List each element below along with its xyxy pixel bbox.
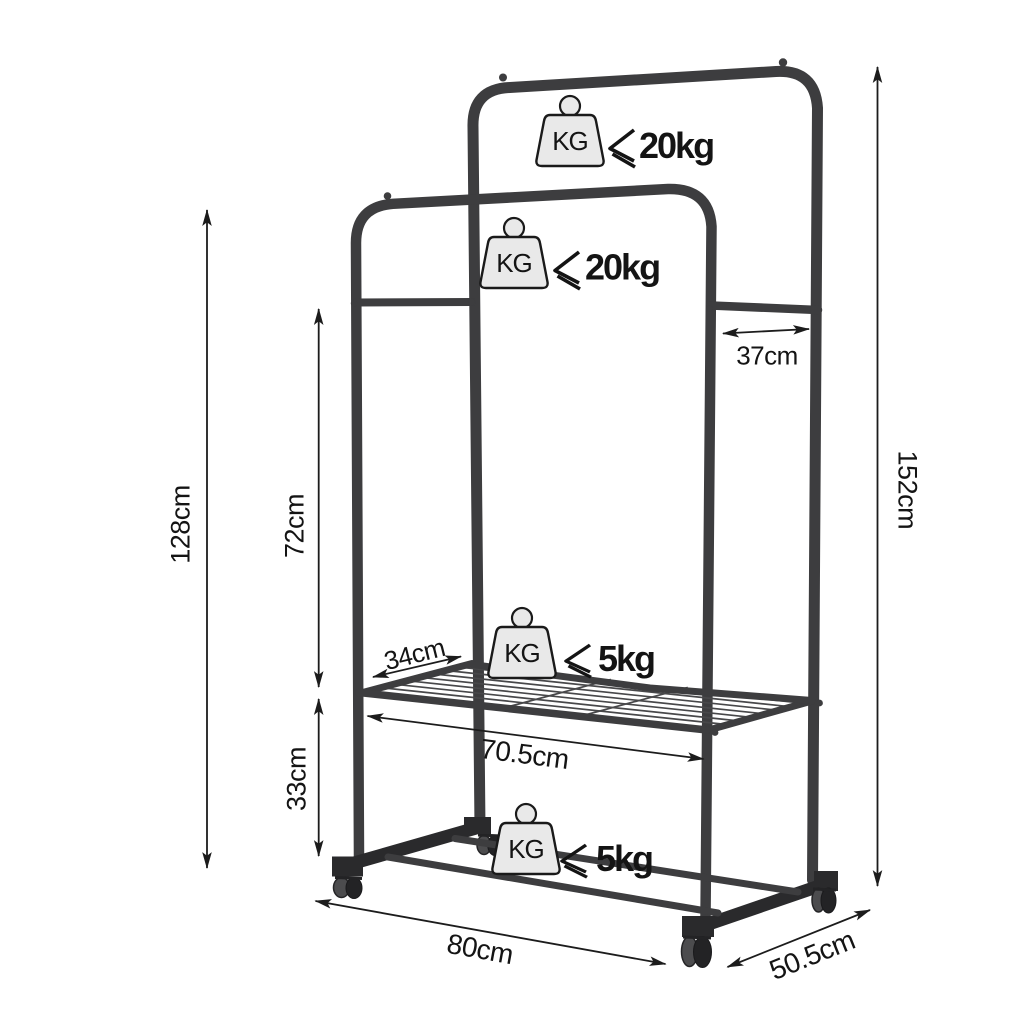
svg-text:KG: KG <box>552 126 588 156</box>
svg-text:KG: KG <box>504 638 540 668</box>
svg-text:KG: KG <box>496 248 532 278</box>
svg-text:152cm: 152cm <box>893 451 923 530</box>
svg-text:20kg: 20kg <box>639 125 713 166</box>
svg-text:20kg: 20kg <box>585 247 659 288</box>
svg-text:72cm: 72cm <box>280 494 310 558</box>
svg-text:5kg: 5kg <box>596 838 652 879</box>
svg-text:5kg: 5kg <box>598 638 654 679</box>
svg-text:37cm: 37cm <box>736 341 798 371</box>
svg-text:128cm: 128cm <box>166 485 196 564</box>
svg-text:33cm: 33cm <box>282 747 312 811</box>
svg-text:KG: KG <box>508 834 544 864</box>
